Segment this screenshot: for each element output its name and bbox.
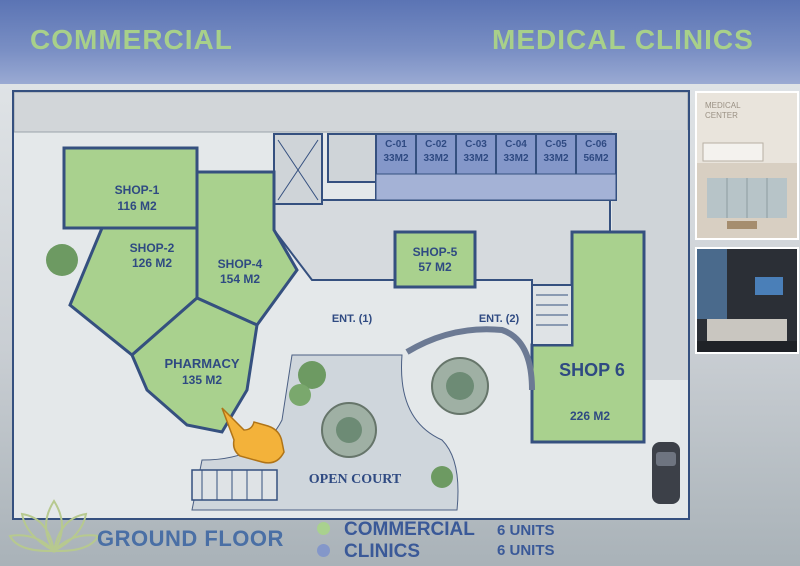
shop-5-name: SHOP-5 [413,245,458,259]
fountain-east-core [446,372,474,400]
legend-label-commercial: COMMERCIAL [344,519,475,540]
pointing-hand-icon [221,407,285,464]
shop-4-area: 154 M2 [220,272,260,286]
shop-4-name: SHOP-4 [218,257,263,271]
legend-dot-clinics [317,544,330,557]
medical-center-sign: MEDICAL CENTER [705,101,741,120]
clinic-labels: C-01 33M2 C-02 33M2 C-03 33M2 C-04 33M2 … [383,139,608,164]
clinic-c03-area: 33M2 [463,153,488,164]
fountain-west-core [336,417,362,443]
clinic-c04-area: 33M2 [503,153,528,164]
open-court-label: OPEN COURT [309,472,402,487]
legend-count-commercial: 6 UNITS [497,522,555,539]
tree-court-3 [431,466,453,488]
shop-2-area: 126 M2 [132,256,172,270]
shop-2-name: SHOP-2 [130,241,175,255]
legend-dot-commercial [317,522,330,535]
lotus-logo [8,499,100,553]
shop-5-area: 57 M2 [418,260,452,274]
shop-1-area: 116 M2 [117,199,157,213]
ground-floor-title: GROUND FLOOR [97,526,284,551]
photo-medical-center: MEDICAL CENTER [695,91,799,240]
clinic-c04-name: C-04 [505,139,527,150]
entrance-2: ENT. (2) [479,313,520,325]
clinic-c02-area: 33M2 [423,153,448,164]
pharmacy-name: PHARMACY [164,356,239,371]
entrance-1: ENT. (1) [332,313,373,325]
tree-court-1 [298,361,326,389]
commercial-title: COMMERCIAL [30,24,233,55]
clinic-c06-name: C-06 [585,139,607,150]
clinic-c06-area: 56M2 [583,153,608,164]
legend-count-clinics: 6 UNITS [497,542,555,559]
shop-6-name: SHOP 6 [559,360,625,380]
clinic-c02-name: C-02 [425,139,447,150]
tree-court-2 [289,384,311,406]
shop-5 [393,230,477,289]
car [652,442,680,504]
stair-south [191,469,278,501]
tree-west [46,244,78,276]
header-banner [0,0,800,84]
north-strip [13,91,689,133]
pharmacy-area: 135 M2 [182,373,222,387]
lift-block [327,133,377,183]
clinic-c05-area: 33M2 [543,153,568,164]
clinic-c01-name: C-01 [385,139,407,150]
shop-6-area: 226 M2 [570,409,610,423]
clinic-c03-name: C-03 [465,139,487,150]
photo-reception [695,247,799,354]
medical-clinics-title: MEDICAL CLINICS [492,24,754,55]
floor-plan: C-01 33M2 C-02 33M2 C-03 33M2 C-04 33M2 … [12,90,690,520]
pharmacy [130,296,259,434]
court-arc [405,326,535,391]
site-border [12,90,690,520]
clinics-strip [375,133,617,201]
legend-label-clinics: CLINICS [344,541,420,562]
shop-1-name: SHOP-1 [115,183,160,197]
clinic-c01-area: 33M2 [383,153,408,164]
clinic-c05-name: C-05 [545,139,567,150]
